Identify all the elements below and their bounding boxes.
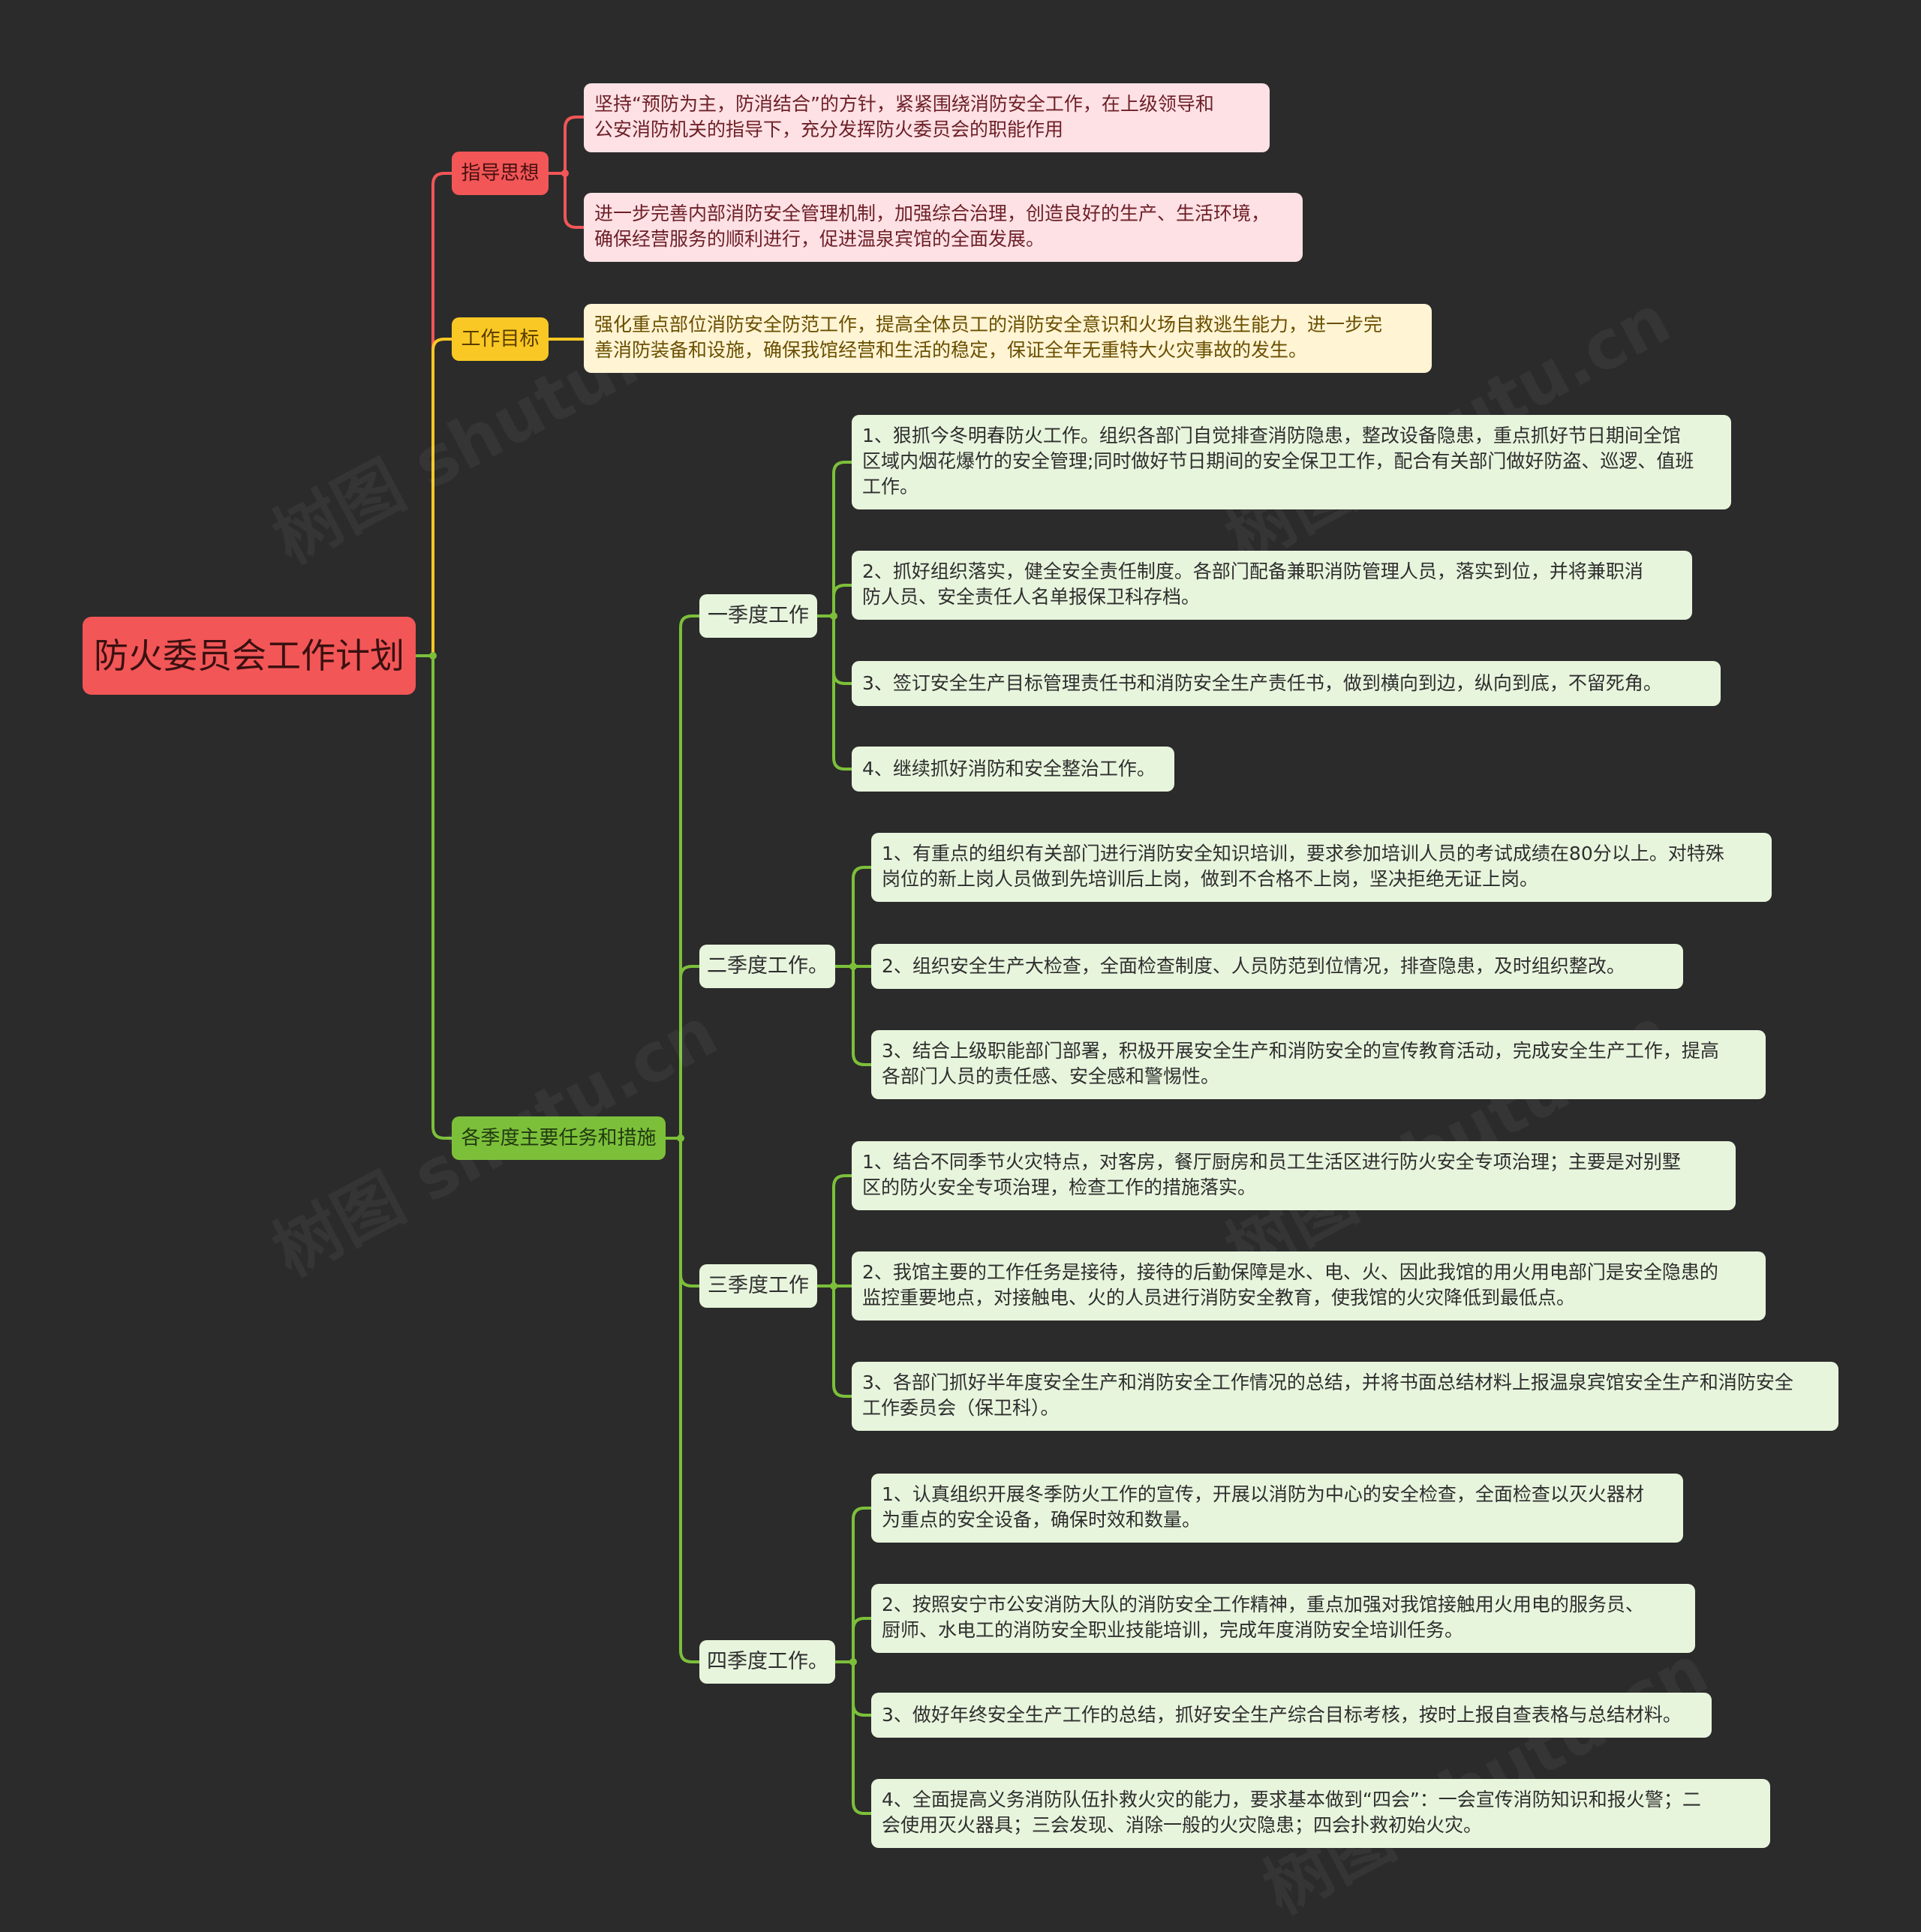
leaf-q2-3[interactable]: 3、结合上级职能部门部署，积极开展安全生产和消防安全的宣传教育活动，完成安全生产…	[871, 1030, 1766, 1099]
leaf-guiding-2[interactable]: 进一步完善内部消防安全管理机制，加强综合治理，创造良好的生产、生活环境， 确保经…	[584, 193, 1303, 262]
leaf-q4-2[interactable]: 2、按照安宁市公安消防大队的消防安全工作精神，重点加强对我馆接触用火用电的服务员…	[871, 1584, 1695, 1653]
sub-q3[interactable]: 三季度工作	[699, 1264, 817, 1308]
root-topic[interactable]: 防火委员会工作计划	[83, 617, 416, 695]
connector-goal	[431, 338, 453, 657]
connector-quarterly	[431, 654, 453, 1140]
leaf-q2-2[interactable]: 2、组织安全生产大检查，全面检查制度、人员防范到位情况，排查隐患，及时组织整改。	[871, 944, 1683, 989]
sub-q4[interactable]: 四季度工作。	[699, 1640, 835, 1684]
branch-guiding[interactable]: 指导思想	[452, 152, 549, 195]
leaf-q4-3[interactable]: 3、做好年终安全生产工作的总结，抓好安全生产综合目标考核，按时上报自查表格与总结…	[871, 1693, 1712, 1738]
leaf-q4-1[interactable]: 1、认真组织开展冬季防火工作的宣传，开展以消防为中心的安全检查，全面检查以灭火器…	[871, 1474, 1683, 1543]
leaf-goal-1[interactable]: 强化重点部位消防安全防范工作，提高全体员工的消防安全意识和火场自救逃生能力，进一…	[584, 304, 1432, 373]
leaf-q3-1[interactable]: 1、结合不同季节火灾特点，对客房，餐厅厨房和员工生活区进行防火安全专项治理；主要…	[852, 1141, 1736, 1210]
leaf-q1-1[interactable]: 1、狠抓今冬明春防火工作。组织各部门自觉排查消防隐患，整改设备隐患，重点抓好节日…	[852, 415, 1731, 509]
leaf-q4-4[interactable]: 4、全面提高义务消防队伍扑救火灾的能力，要求基本做到“四会”：一会宣传消防知识和…	[871, 1779, 1770, 1848]
branch-quarterly[interactable]: 各季度主要任务和措施	[452, 1116, 666, 1160]
leaf-q1-4[interactable]: 4、继续抓好消防和安全整治工作。	[852, 747, 1174, 792]
sub-q2[interactable]: 二季度工作。	[699, 945, 835, 988]
leaf-q1-2[interactable]: 2、抓好组织落实，健全安全责任制度。各部门配备兼职消防管理人员，落实到位，并将兼…	[852, 551, 1692, 620]
leaf-q3-2[interactable]: 2、我馆主要的工作任务是接待，接待的后勤保障是水、电、火、因此我馆的用火用电部门…	[852, 1251, 1766, 1321]
connector-guiding	[431, 172, 453, 657]
leaf-q3-3[interactable]: 3、各部门抓好半年度安全生产和消防安全工作情况的总结，并将书面总结材料上报温泉宾…	[852, 1362, 1838, 1431]
leaf-q1-3[interactable]: 3、签订安全生产目标管理责任书和消防安全生产责任书，做到横向到边，纵向到底，不留…	[852, 661, 1721, 706]
sub-q1[interactable]: 一季度工作	[699, 594, 817, 638]
branch-goal[interactable]: 工作目标	[452, 317, 549, 361]
leaf-guiding-1[interactable]: 坚持“预防为主，防消结合”的方针，紧紧围绕消防安全工作，在上级领导和 公安消防机…	[584, 83, 1270, 152]
leaf-q2-1[interactable]: 1、有重点的组织有关部门进行消防安全知识培训，要求参加培训人员的考试成绩在80分…	[871, 833, 1772, 902]
